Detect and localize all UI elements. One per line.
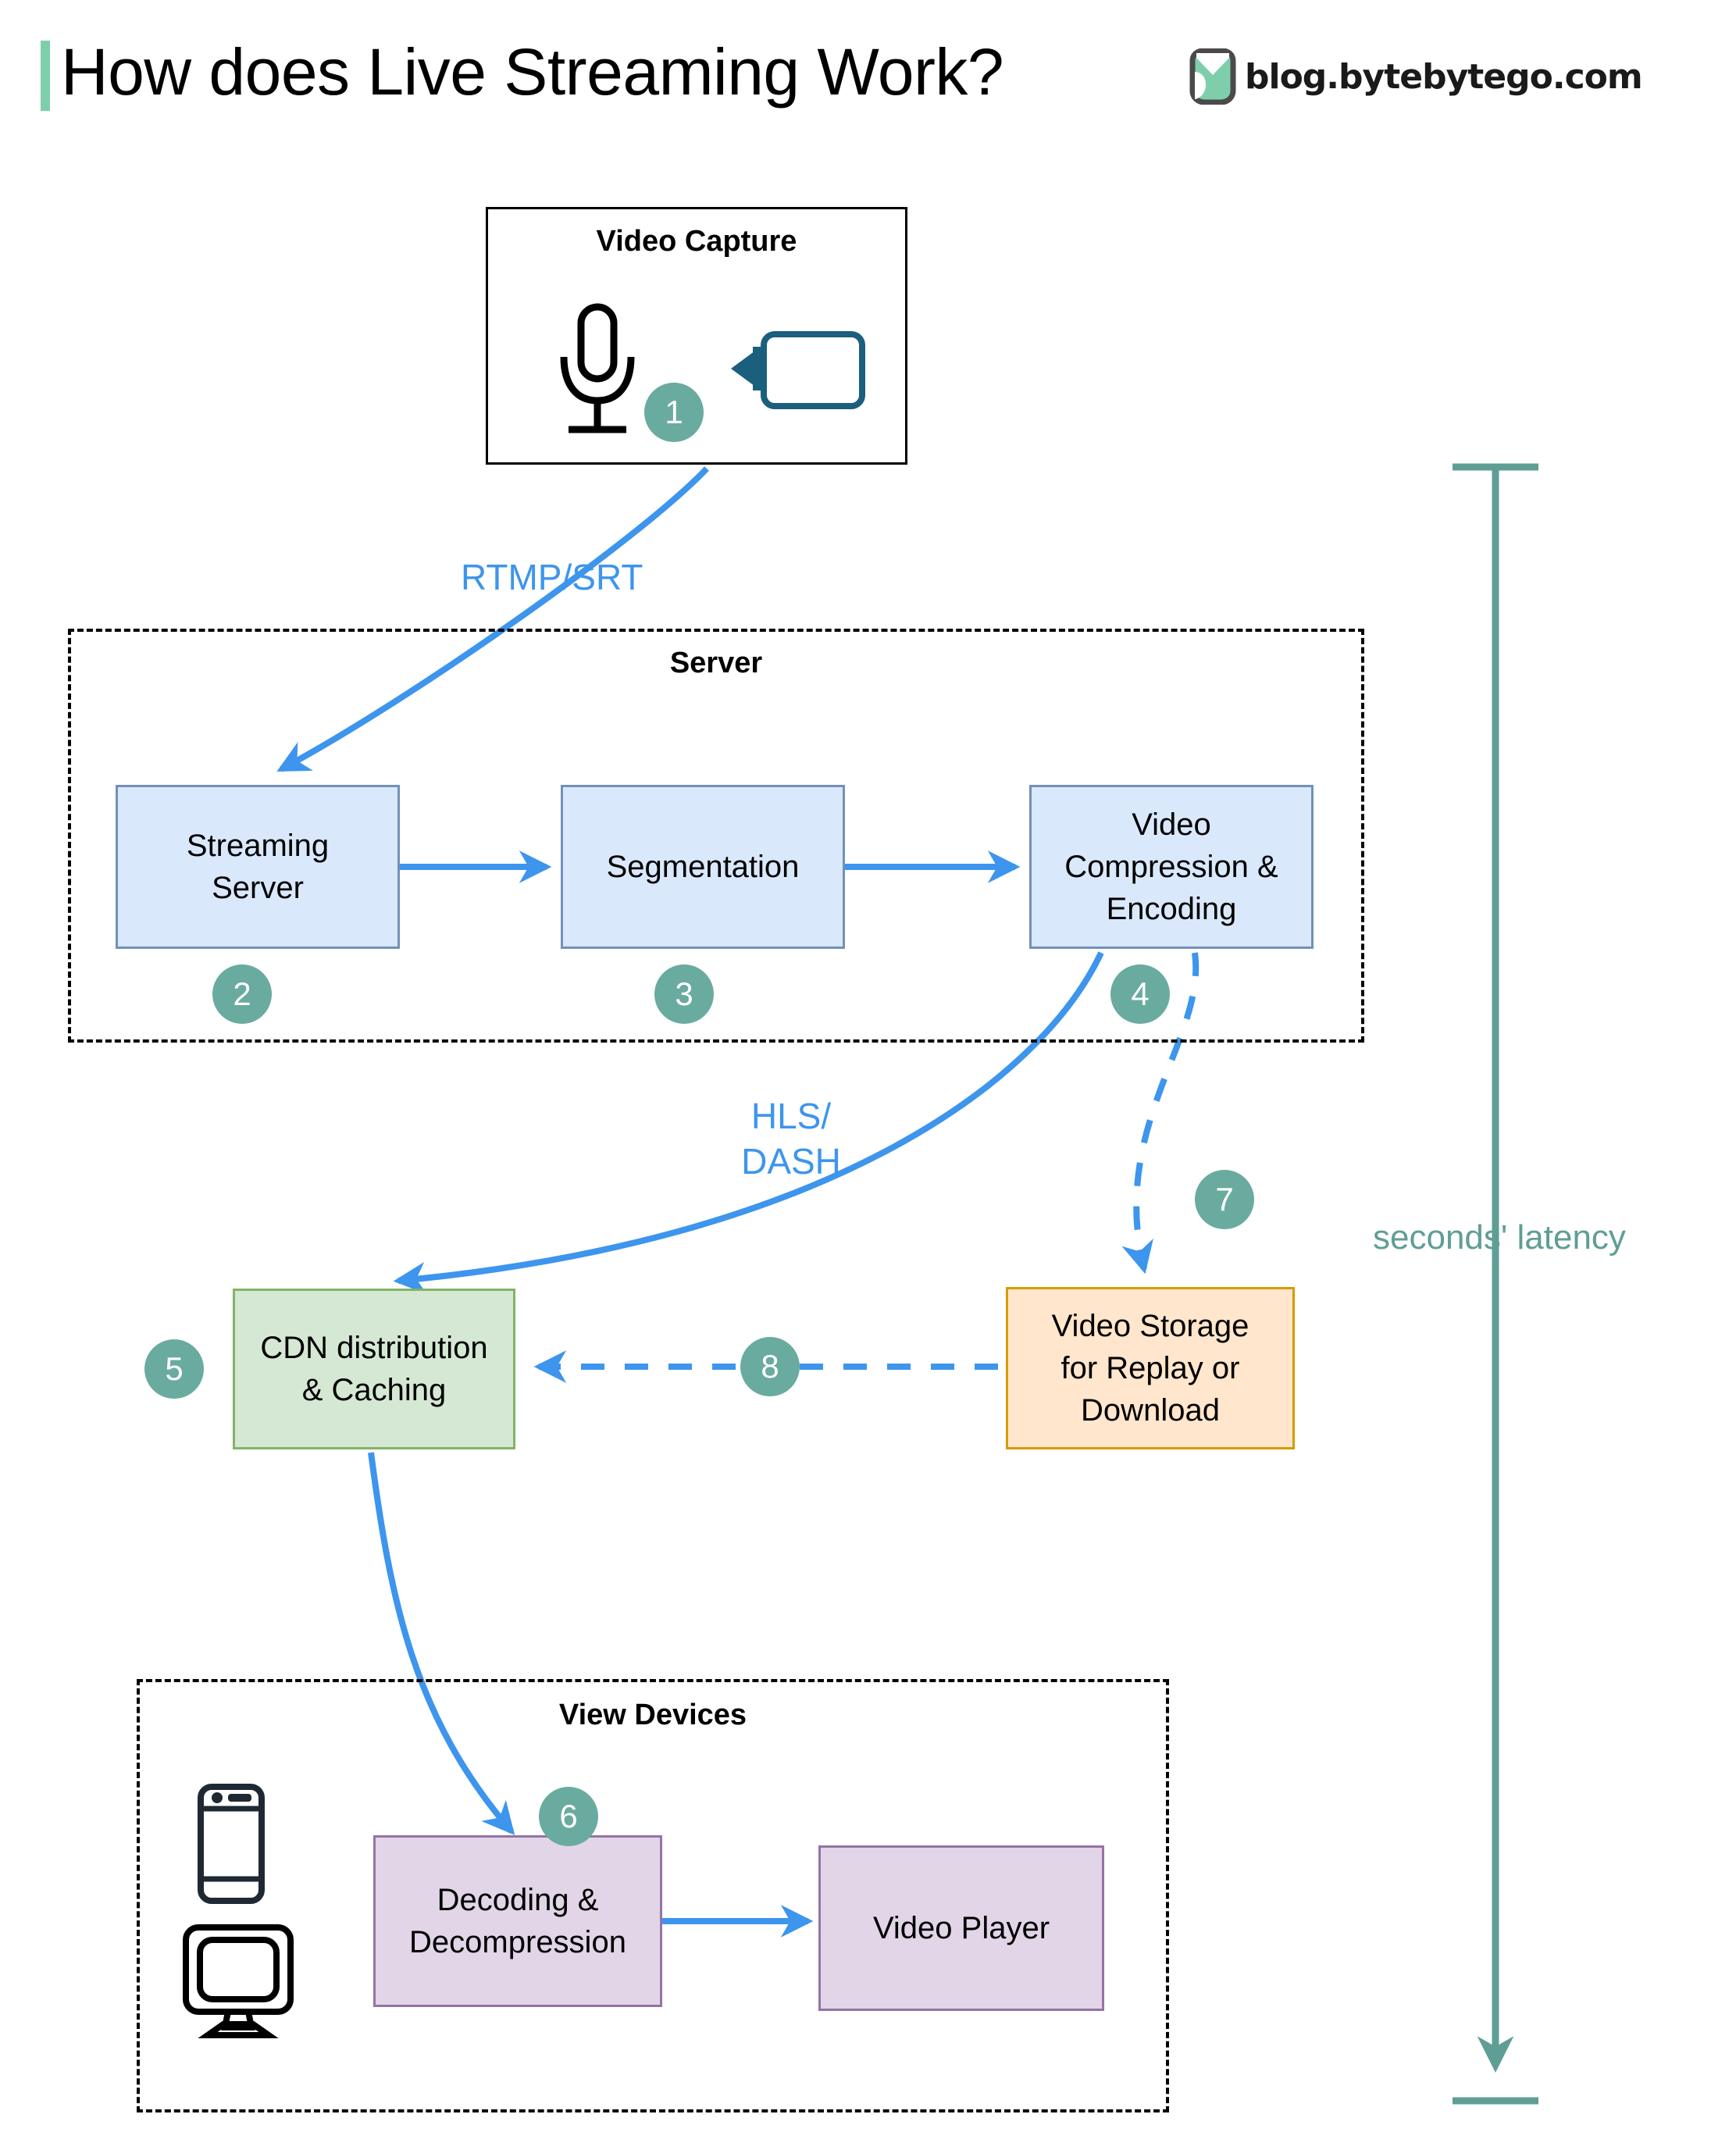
server-group xyxy=(68,629,1364,1043)
node-video-compression[interactable]: Video Compression & Encoding xyxy=(1029,785,1314,949)
brand-watermark: blog.bytebytego.com xyxy=(1187,48,1643,105)
node-video-storage[interactable]: Video Storage for Replay or Download xyxy=(1006,1287,1295,1449)
latency-annotation: seconds' latency xyxy=(1373,1218,1626,1257)
brand-url-label: blog.bytebytego.com xyxy=(1245,56,1643,97)
step-badge-2: 2 xyxy=(212,964,272,1024)
microphone-icon xyxy=(547,301,648,445)
title-accent-bar xyxy=(41,41,50,111)
view-devices-title: View Devices xyxy=(558,1699,747,1731)
server-title: Server xyxy=(669,647,763,679)
view-devices-group xyxy=(137,1679,1169,2112)
edge-label-hls-dash: HLS/ DASH xyxy=(741,1096,841,1182)
step-badge-8: 8 xyxy=(740,1337,800,1396)
step-badge-3: 3 xyxy=(654,964,714,1024)
node-decoding-decompression[interactable]: Decoding & Decompression xyxy=(373,1835,662,2007)
step-badge-6: 6 xyxy=(539,1787,598,1846)
node-cdn-distribution[interactable]: CDN distribution & Caching xyxy=(233,1289,515,1449)
step-badge-4: 4 xyxy=(1110,964,1170,1024)
node-video-player[interactable]: Video Player xyxy=(818,1845,1104,2011)
page-title: How does Live Streaming Work? xyxy=(61,35,1004,109)
smartphone-icon xyxy=(195,1782,267,1909)
step-badge-7: 7 xyxy=(1195,1170,1254,1229)
video-capture-group xyxy=(486,207,907,465)
node-segmentation[interactable]: Segmentation xyxy=(561,785,845,949)
desktop-monitor-icon xyxy=(180,1923,297,2044)
bytebytego-logo-icon xyxy=(1187,48,1239,105)
video-camera-icon xyxy=(718,328,867,418)
node-streaming-server[interactable]: Streaming Server xyxy=(116,785,400,949)
step-badge-5: 5 xyxy=(144,1339,204,1399)
edge-label-rtmp-srt: RTMP/SRT xyxy=(461,557,643,597)
video-capture-title: Video Capture xyxy=(596,225,797,258)
step-badge-1: 1 xyxy=(644,383,704,442)
